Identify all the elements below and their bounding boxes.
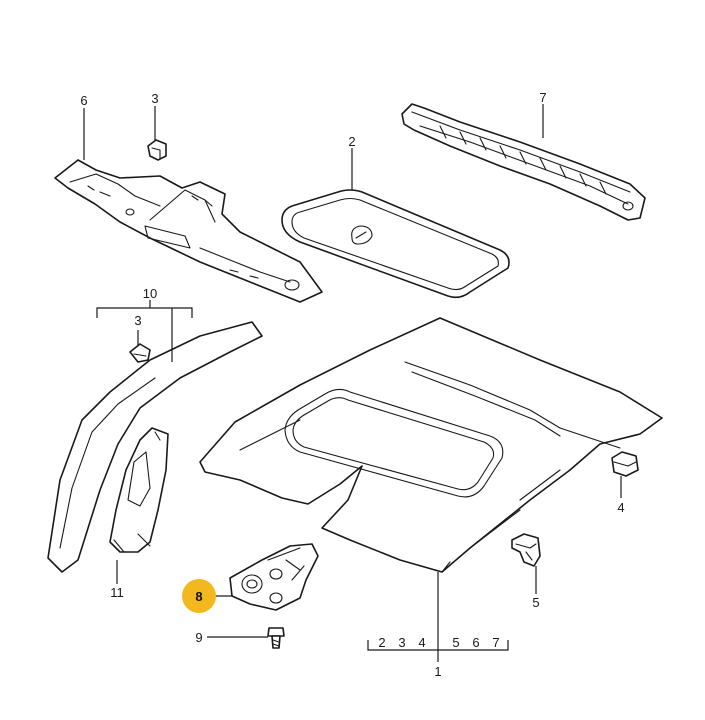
callout-7: 7 — [539, 90, 546, 105]
callout-6: 6 — [80, 93, 87, 108]
callout-labels: 6 3 2 7 10 3 4 5 11 8 9 1 — [80, 90, 624, 679]
callout-3-left: 3 — [134, 313, 141, 328]
callout-9: 9 — [195, 630, 202, 645]
part-4-clip — [611, 451, 639, 477]
part-3-clip-top — [147, 139, 167, 161]
leader-lines — [83, 104, 622, 662]
part-3-clip-left — [129, 343, 151, 363]
group-1-label: 5 — [452, 635, 459, 650]
part-10-pillar-trim — [47, 321, 263, 573]
part-11-b-pillar-trim — [109, 427, 169, 553]
part-2-sunroof-seal — [281, 189, 510, 299]
part-9-screw — [267, 627, 285, 649]
group-1-label: 3 — [398, 635, 405, 650]
callout-4: 4 — [617, 500, 624, 515]
group-1-label: 7 — [492, 635, 499, 650]
group-1-label: 4 — [418, 635, 425, 650]
group-1-label: 6 — [472, 635, 479, 650]
part-1-headliner — [199, 317, 663, 573]
callout-10: 10 — [143, 286, 157, 301]
callout-3-top: 3 — [151, 91, 158, 106]
group-1-label: 2 — [378, 635, 385, 650]
part-5-bracket — [511, 533, 541, 567]
callout-2: 2 — [348, 134, 355, 149]
callout-8: 8 — [195, 589, 202, 604]
highlight-badge — [182, 579, 216, 613]
callout-1: 1 — [434, 664, 441, 679]
callout-5: 5 — [532, 595, 539, 610]
group-1-labels: 2 3 4 5 6 7 — [378, 635, 499, 650]
callout-11: 11 — [110, 585, 124, 600]
part-6-front-header-trim — [54, 159, 323, 303]
part-7-roof-rail — [401, 103, 646, 221]
part-8-mount-plate — [229, 543, 319, 611]
